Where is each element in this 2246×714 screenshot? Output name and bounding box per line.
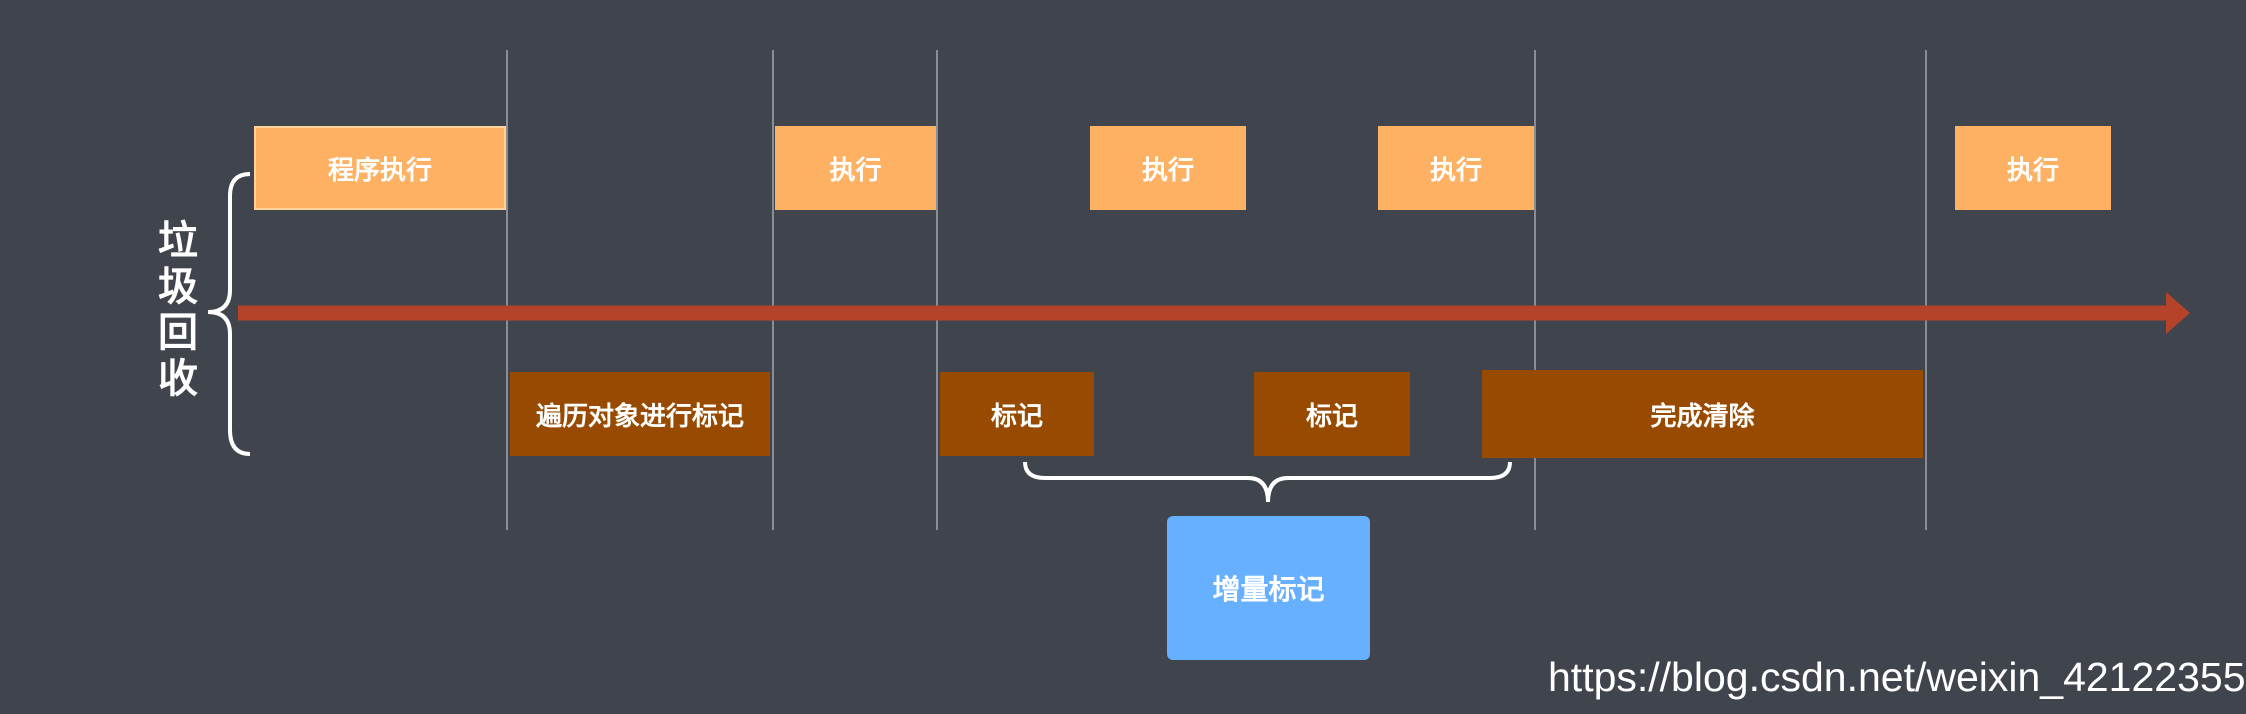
mark-block: 标记 (1254, 372, 1410, 456)
execution-block: 执行 (1090, 126, 1246, 210)
garbage-collection-label: 垃圾回收 (158, 218, 198, 402)
incremental-brace (1023, 461, 1512, 503)
watermark-url: https://blog.csdn.net/weixin_42122355 (1548, 654, 2246, 700)
finish-sweep-block: 完成清除 (1482, 370, 1923, 458)
timeline-arrow-head (2166, 292, 2190, 334)
incremental-marking-box: 增量标记 (1167, 516, 1370, 660)
separator-line (506, 50, 508, 530)
left-brace (207, 172, 251, 456)
execution-block: 执行 (775, 126, 936, 210)
mark-block: 标记 (940, 372, 1094, 456)
execution-block: 执行 (1955, 126, 2111, 210)
separator-line (1925, 50, 1927, 530)
program-execution-block: 程序执行 (254, 126, 506, 210)
execution-block: 执行 (1378, 126, 1534, 210)
traverse-and-mark-block: 遍历对象进行标记 (510, 372, 770, 456)
separator-line (772, 50, 774, 530)
separator-line (936, 50, 938, 530)
separator-line (1534, 50, 1536, 530)
